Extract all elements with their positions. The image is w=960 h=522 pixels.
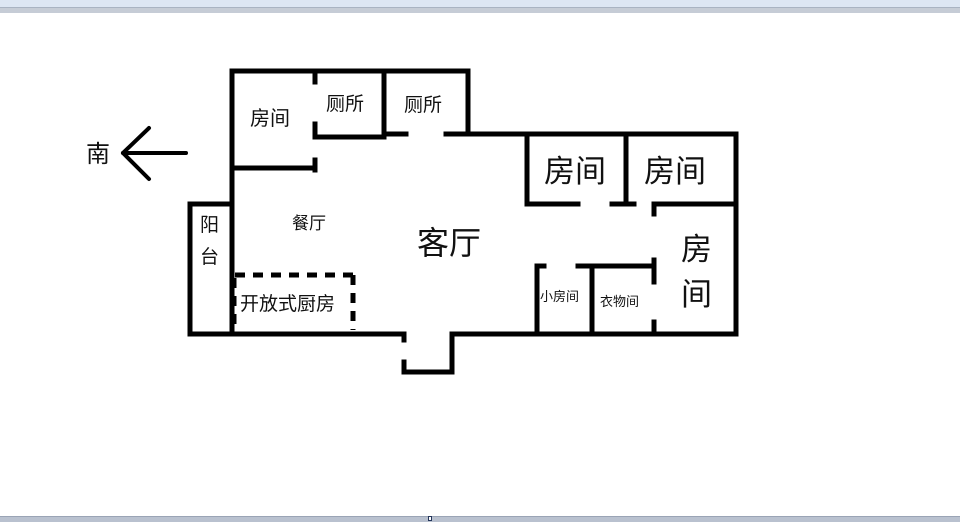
ruler-strip xyxy=(0,7,960,13)
room-label-bedroom-ne2: 房间 xyxy=(644,154,706,190)
room-label-small-room: 小房间 xyxy=(540,290,580,305)
room-label-toilet-1: 厕所 xyxy=(326,93,365,115)
room-label-bedroom-nw: 房间 xyxy=(250,106,290,130)
arrow-left-icon xyxy=(121,126,188,181)
room-label-dining: 餐厅 xyxy=(292,214,326,234)
room-label-living: 客厅 xyxy=(417,224,482,262)
resize-handle[interactable] xyxy=(428,516,432,521)
compass-label: 南 xyxy=(86,140,110,168)
status-strip xyxy=(0,516,960,522)
room-label-balcony-1: 阳 xyxy=(200,214,220,236)
room-label-balcony-2: 台 xyxy=(200,246,220,268)
room-label-toilet-2: 厕所 xyxy=(404,94,443,116)
room-label-kitchen: 开放式厨房 xyxy=(240,293,336,315)
room-label-bedroom-ne1: 房间 xyxy=(544,154,606,190)
room-label-closet: 衣物间 xyxy=(600,295,640,310)
room-label-bedroom-e-2: 间 xyxy=(681,277,712,313)
room-label-bedroom-e-1: 房 xyxy=(681,232,712,268)
toolbar-strip xyxy=(0,0,960,7)
